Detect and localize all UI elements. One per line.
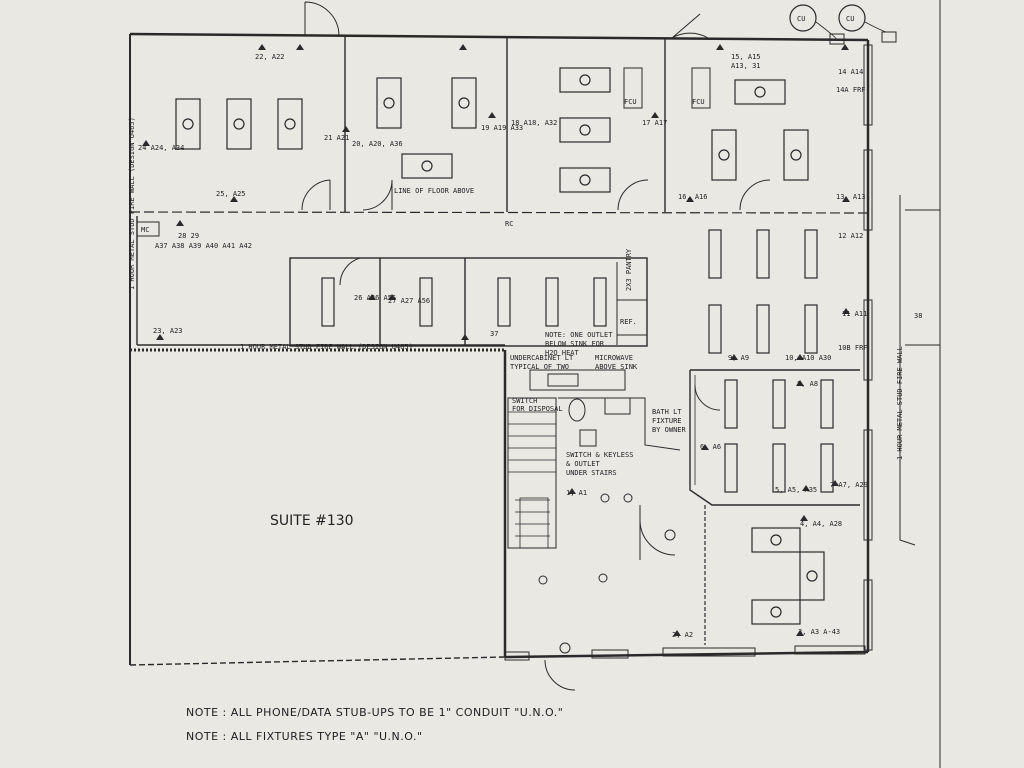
fcu-label-2: FCU [692,98,705,106]
circuit-label: 19 A19 A33 [481,124,523,132]
kitchen-counter [529,369,626,391]
circuit-label: 16, A16 [678,193,708,201]
circuit-label: A37 A38 A39 A40 A41 A42 [155,242,252,250]
circuit-label: 4, A4, A28 [800,520,842,528]
note-outlet-1: NOTE: ONE OUTLET [545,331,613,339]
note-fixtures: NOTE : ALL FIXTURES TYPE "A" "U.N.O." [186,730,423,743]
microwave-2: ABOVE SINK [595,363,638,371]
mc-box [136,221,160,237]
circuit-label: 6, A6 [700,443,721,451]
circuit-label: 18 A18, A32 [511,119,557,127]
circuit-label: 3, A3 A-43 [798,628,840,636]
switch-keyless-1: SWITCH & KEYLESS [566,451,633,459]
switch-disposal-2: FOR DISPOSAL [512,405,563,413]
note-outlet-2: BELOW SINK FOR [545,340,605,348]
angled-partition [689,370,860,506]
bath-lt-1: BATH LT [652,408,682,416]
sink [547,373,579,387]
mc-label: MC [141,226,149,234]
circuit-label: 25, A25 [216,190,246,198]
ref-label: REF. [620,318,637,326]
circuit-label: 10, A10 A30 [785,354,831,362]
pantry-walls [616,262,647,345]
fire-wall-right: 1 HOUR METAL STUD FIRE WALL [896,346,904,460]
north-wall [129,32,869,42]
middle-room-walls [379,258,466,346]
east-wall-hatching [504,44,873,661]
note-phone-data: NOTE : ALL PHONE/DATA STUB-UPS TO BE 1" … [186,706,564,719]
adjacent-building [899,195,940,546]
cu-unit-2 [838,4,866,32]
cu-unit-1 [789,4,817,32]
suite-south-line [129,656,506,666]
cu-disconnect [829,33,845,45]
outlet-symbols [142,44,850,636]
switch-keyless-3: UNDER STAIRS [566,469,617,477]
circuit-label: 38 [914,312,922,320]
fire-wall-left: 1 HOUR METAL STUD FIRE WALL (DESIGN U465… [128,117,136,290]
undercabinet-1: UNDERCABINET LT [510,354,574,362]
fcu-label-1: FCU [624,98,637,106]
switch-keyless-2: & OUTLET [566,460,601,468]
circuit-label: 14A FRF [836,86,866,94]
circuit-label: 2, A2 [672,631,693,639]
circuit-label: 27 A27 A56 [388,297,430,305]
stair-treads [508,411,556,549]
rc-label: RC [505,220,513,228]
light-fixtures [175,67,825,625]
doors [301,1,771,691]
stairs [507,397,557,549]
circuit-label: 13, A13 [836,193,866,201]
circuit-label: 28 29 [178,232,199,240]
circuit-label: 8, A8 [797,380,818,388]
south-wall [504,650,869,659]
circuit-label: A13, 31 [731,62,761,70]
bath-lt-3: BY OWNER [652,426,687,434]
circuit-label: 11 A11 [842,310,867,318]
circuit-label: 12 A12 [838,232,863,240]
pantry-label: 2X3 PANTRY [625,248,633,291]
circuit-label: 7 A7, A29 [830,481,868,489]
cu-label-2: CU [846,15,854,23]
toilet [568,398,586,422]
corridor-wall [136,216,505,346]
undercabinet-2: TYPICAL OF TWO [510,363,569,371]
circuit-label: 15, A15 [731,53,761,61]
bath-lt-2: FIXTURE [652,417,682,425]
bath-sink [604,397,631,415]
circuit-label: 10B FRF [838,344,868,352]
lobby-circles [538,493,676,654]
circuit-label: 21 A21 [324,134,349,142]
suite-label: SUITE #130 [270,513,354,529]
b-fixtures [321,229,834,493]
floor-above-label: LINE OF FLOOR ABOVE [394,187,474,195]
line-of-floor-above [129,211,869,214]
circuit-labels: 22, A22 15, A15 A13, 31 14 A14 14A FRF 2… [138,53,922,639]
circuit-label: 14 A14 [838,68,863,76]
circuit-label: 17 A17 [642,119,667,127]
circuit-label: 9, A9 [728,354,749,362]
circuit-label: 5, A5, A35 [775,486,817,494]
note-outlet-3: H2O HEAT [545,349,580,357]
circuit-label: 24 A24, A34 [138,144,184,152]
circuit-label: 22, A22 [255,53,285,61]
switch-disposal-1: SWITCH [512,397,537,405]
cu-label-1: CU [797,15,805,23]
fcu-unit-1 [623,67,643,109]
cu-disconnect-2 [881,31,897,43]
water-heater [579,429,597,447]
circuit-label: 37 [490,330,498,338]
microwave-1: MICROWAVE [595,354,633,362]
bath-walls [558,397,681,451]
middle-rooms [289,257,648,347]
circuit-label: 23, A23 [153,327,183,335]
circuit-label: 1, A1 [566,489,587,497]
fire-wall-mid: 1 HOUR METAL STUD FIRE WALL (DESIGN U465… [240,343,413,351]
circuit-label: 20, A20, A36 [352,140,403,148]
circuit-label: 26 A26 A55 [354,294,396,302]
fcu-unit-2 [691,67,711,109]
cu-lines [815,21,887,41]
